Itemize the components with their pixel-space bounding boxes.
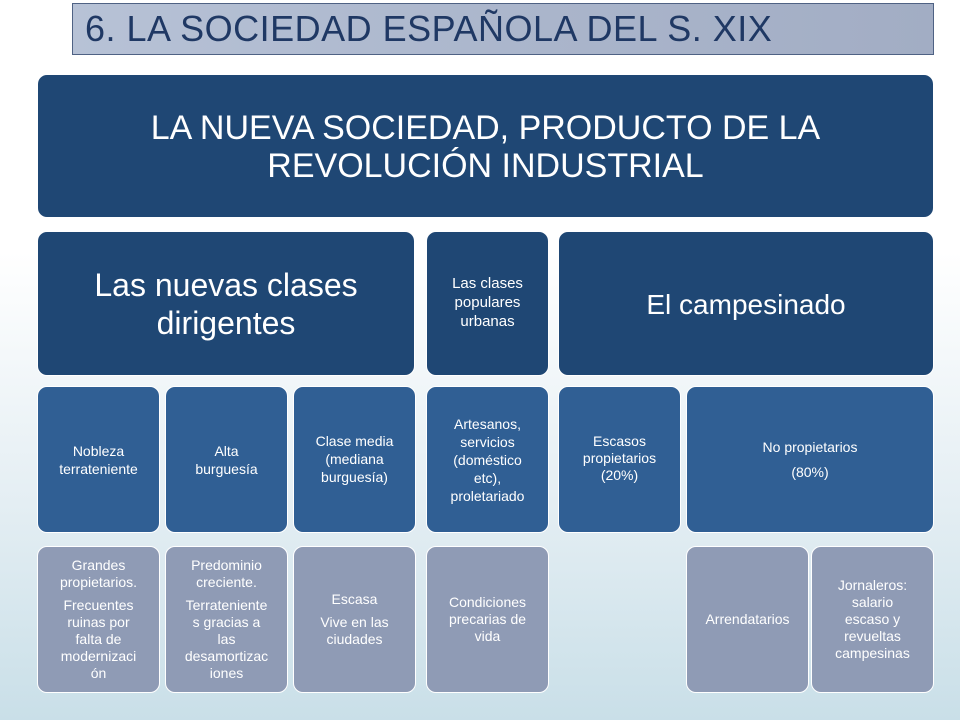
- node-escasos-propietarios: Escasos propietarios (20%): [558, 386, 681, 533]
- node-grandes-propietarios: Grandes propietarios. Frecuentes ruinas …: [37, 546, 160, 693]
- node-label-line: (20%): [600, 467, 639, 483]
- node-label-line: propietarios: [582, 450, 657, 466]
- node-label-line: Alta: [214, 442, 239, 459]
- node-label-line: revueltas: [844, 628, 901, 644]
- node-label-line: campesinas: [835, 645, 910, 661]
- node-label-line: vida: [474, 628, 501, 644]
- root-node: LA NUEVA SOCIEDAD, PRODUCTO DE LA REVOLU…: [37, 74, 934, 218]
- node-label-line: Escasa: [331, 591, 378, 607]
- node-label-line: Nobleza: [72, 442, 125, 459]
- node-label-line: (80%): [791, 464, 829, 480]
- node-label-line: Arrendatarios: [705, 611, 790, 627]
- node-label-line: Predominio: [191, 557, 262, 573]
- node-label-line: burguesía): [321, 469, 388, 485]
- node-nuevas-clases-dirigentes: Las nuevas clases dirigentes: [37, 231, 415, 376]
- node-label-line: terrateniente: [59, 460, 138, 477]
- node-label-line: iones: [209, 665, 244, 681]
- node-label-line: (mediana: [325, 451, 384, 467]
- node-label-line: ón: [90, 665, 107, 681]
- node-label-line: desamortizac: [184, 648, 269, 664]
- node-label-line: salario: [851, 594, 894, 610]
- node-campesinado: El campesinado: [558, 231, 934, 376]
- node-predominio-creciente: Predominio creciente. Terrateniente s gr…: [165, 546, 288, 693]
- node-label-line: proletariado: [450, 487, 525, 504]
- node-label-line: modernizaci: [60, 648, 137, 664]
- node-label-line: Clase media: [315, 433, 394, 449]
- node-label-line: burguesía: [195, 460, 258, 477]
- node-label-line: Vive en las: [320, 614, 389, 630]
- node-label-line: Las clases: [452, 275, 523, 292]
- node-label-line: Condiciones: [448, 594, 527, 610]
- slide-title: 6. LA SOCIEDAD ESPAÑOLA DEL S. XIX: [72, 3, 934, 55]
- node-label-line: No propietarios: [762, 439, 858, 455]
- node-jornaleros: Jornaleros: salario escaso y revueltas c…: [811, 546, 934, 693]
- node-label-line: Las nuevas clases: [94, 267, 358, 303]
- node-clase-media: Clase media (mediana burguesía): [293, 386, 416, 533]
- node-label-line: precarias de: [448, 611, 527, 627]
- node-nobleza-terrateniente: Nobleza terrateniente: [37, 386, 160, 533]
- node-label-line: las: [217, 631, 236, 647]
- node-artesanos: Artesanos, servicios (doméstico etc), pr…: [426, 386, 549, 533]
- node-escasa: Escasa Vive en las ciudades: [293, 546, 416, 693]
- node-label-line: falta de: [75, 631, 122, 647]
- node-label-line: ruinas por: [67, 614, 130, 630]
- node-label-line: Terrateniente: [185, 597, 268, 613]
- node-label-line: Jornaleros:: [837, 577, 908, 593]
- node-condiciones-precarias: Condiciones precarias de vida: [426, 546, 549, 693]
- node-label-line: populares: [454, 294, 521, 311]
- node-label-line: urbanas: [460, 313, 515, 330]
- node-arrendatarios: Arrendatarios: [686, 546, 809, 693]
- node-label-line: escaso y: [844, 611, 901, 627]
- node-alta-burguesia: Alta burguesía: [165, 386, 288, 533]
- node-label-line: El campesinado: [646, 289, 846, 320]
- root-line-2: REVOLUCIÓN INDUSTRIAL: [267, 147, 704, 185]
- root-line-1: LA NUEVA SOCIEDAD, PRODUCTO DE LA: [150, 109, 821, 147]
- node-label-line: dirigentes: [156, 305, 296, 341]
- node-no-propietarios: No propietarios (80%): [686, 386, 934, 533]
- node-label-line: (doméstico: [453, 451, 522, 468]
- node-label-line: servicios: [460, 433, 515, 450]
- slide-title-text: 6. LA SOCIEDAD ESPAÑOLA DEL S. XIX: [85, 8, 773, 49]
- node-label-line: s gracias a: [192, 614, 261, 630]
- node-label-line: Escasos: [593, 433, 646, 449]
- node-label-line: ciudades: [326, 631, 383, 647]
- node-label-line: Artesanos,: [454, 415, 521, 432]
- node-label-line: propietarios.: [59, 574, 138, 590]
- node-label-line: Frecuentes: [63, 597, 134, 613]
- node-clases-populares-urbanas: Las clases populares urbanas: [426, 231, 549, 376]
- node-label-line: creciente.: [196, 574, 257, 590]
- node-label-line: Grandes: [71, 557, 126, 573]
- node-label-line: etc),: [473, 469, 502, 486]
